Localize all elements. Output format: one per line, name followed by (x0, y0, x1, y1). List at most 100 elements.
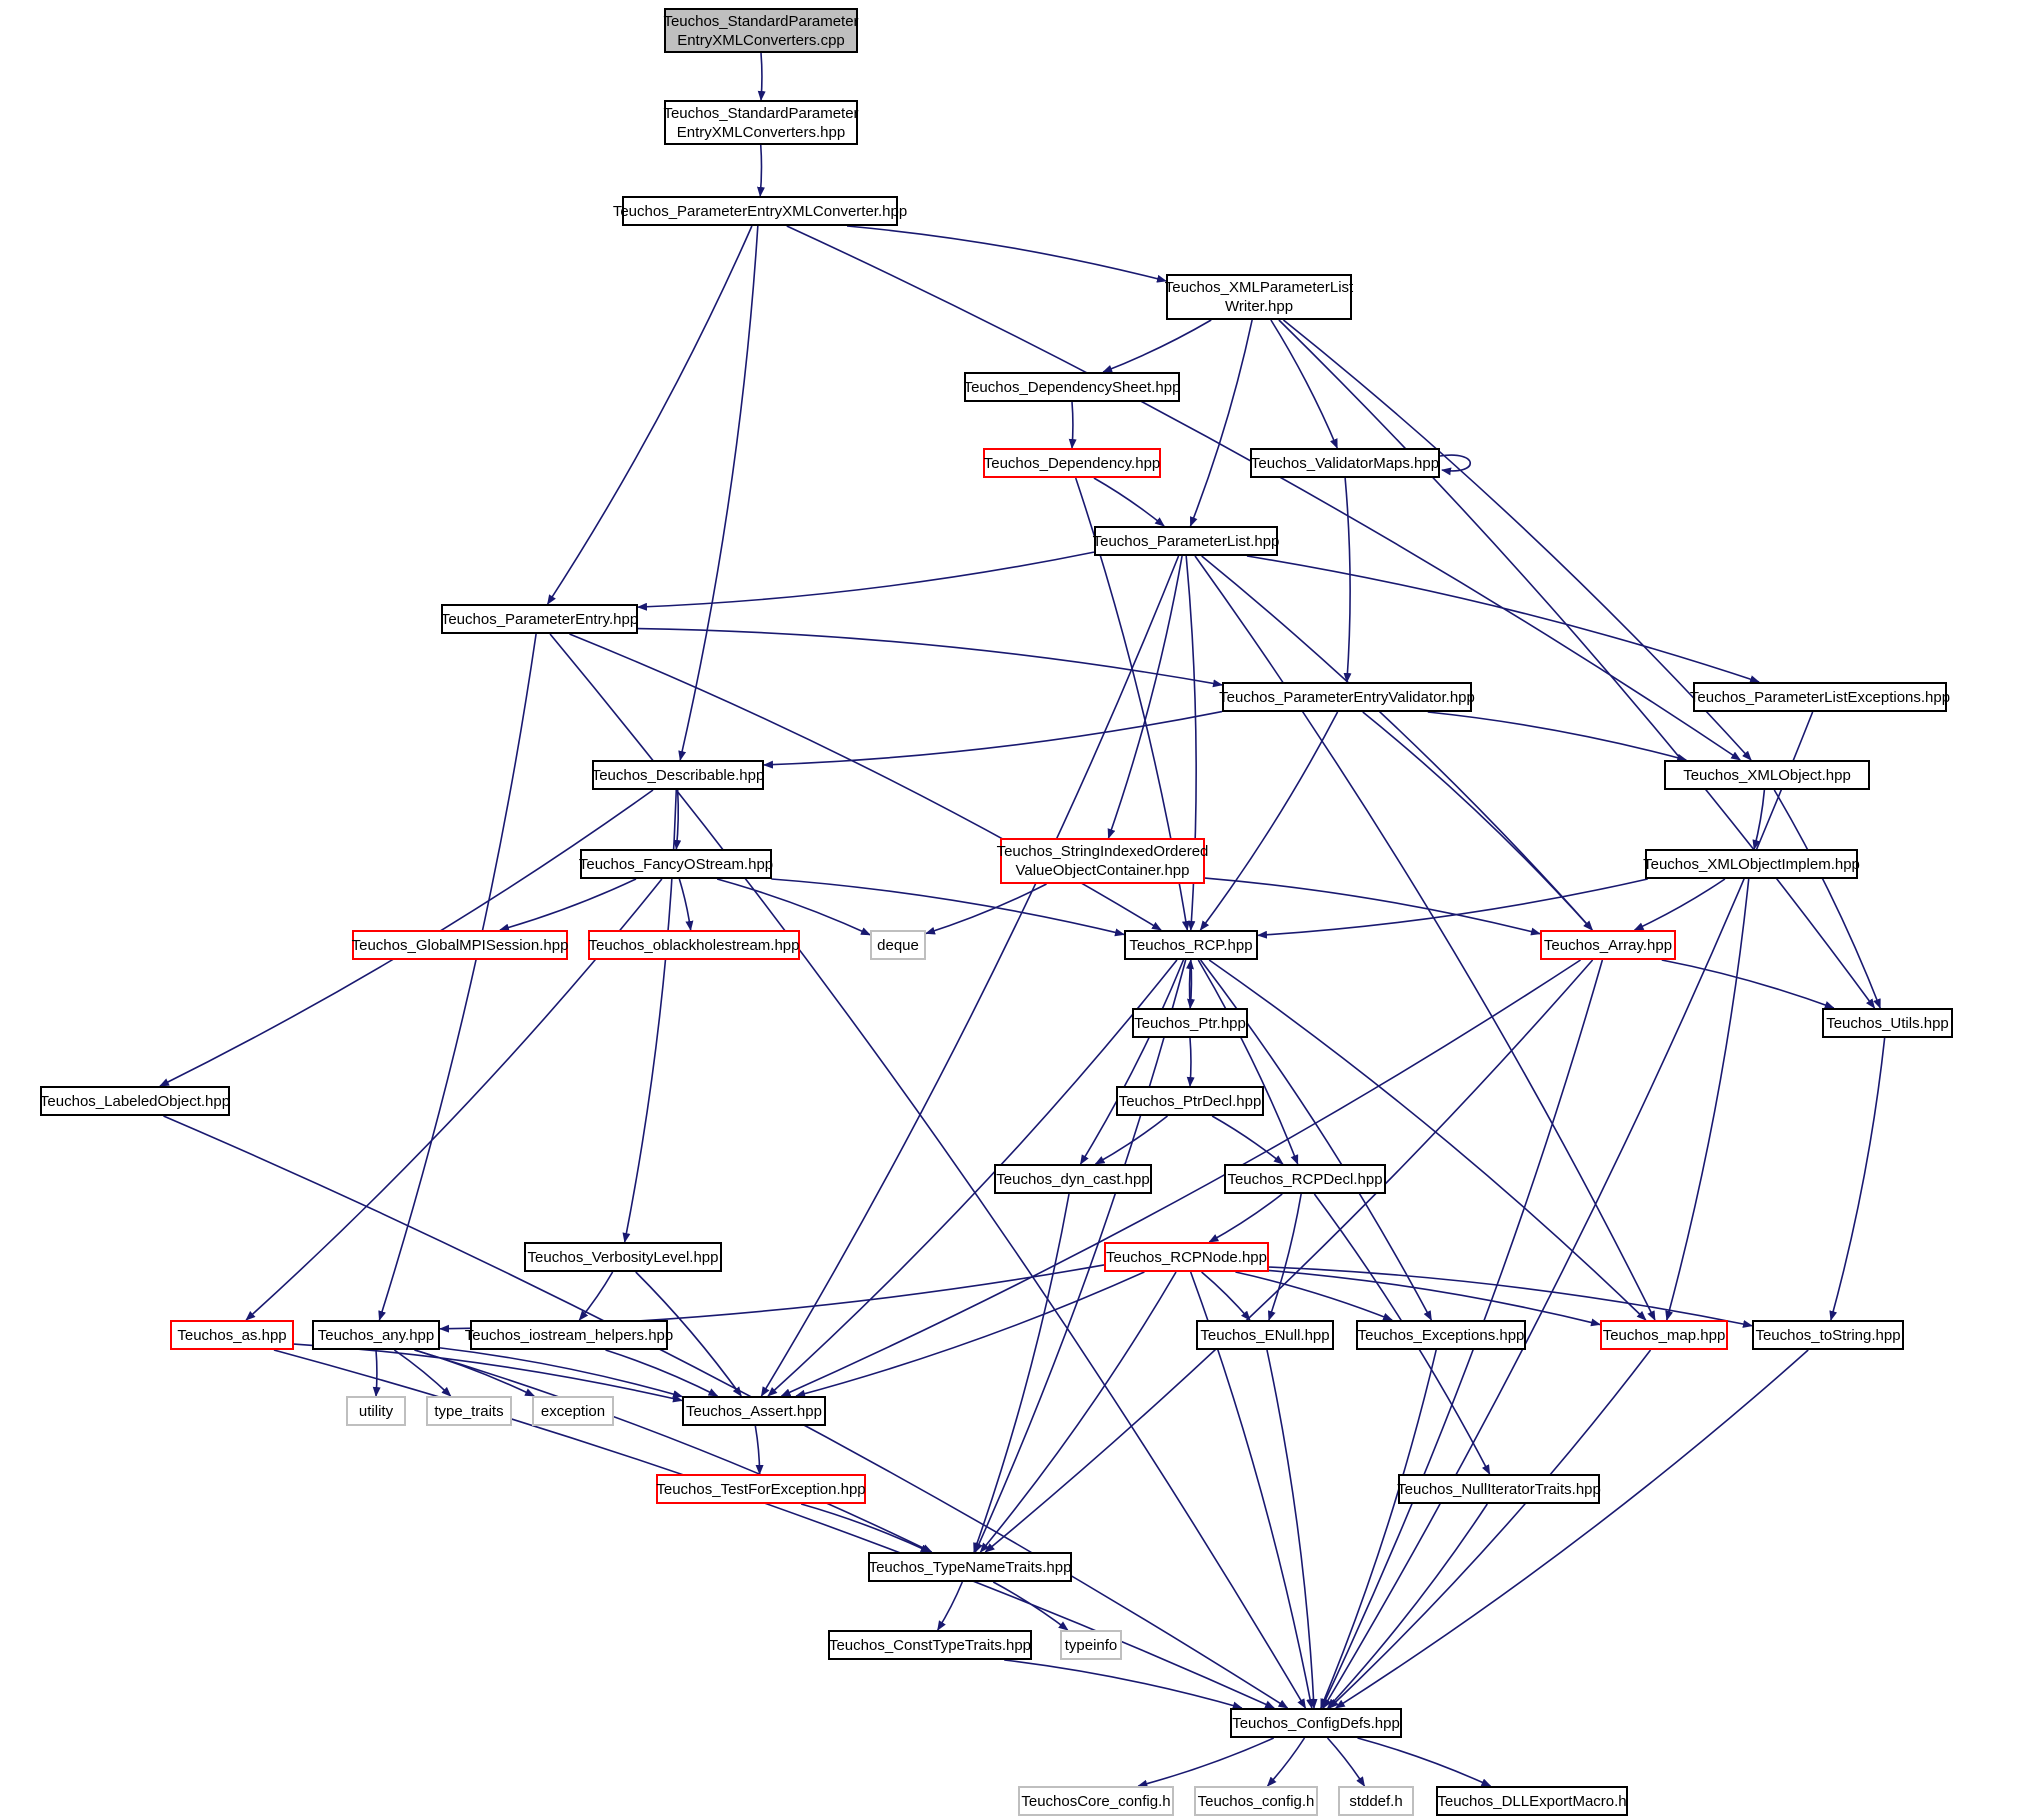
graph-node-stddef: stddef.h (1338, 1786, 1414, 1816)
graph-node-tconf: Teuchos_config.h (1194, 1786, 1318, 1816)
graph-node-verb[interactable]: Teuchos_VerbosityLevel.hpp (524, 1242, 722, 1272)
edge-pev-to-xmlobj (1427, 711, 1688, 762)
edge-rcp-to-tnt (974, 959, 1187, 1553)
graph-node-dep[interactable]: Teuchos_Dependency.hpp (983, 448, 1161, 478)
node-label: Teuchos_Dependency.hpp (983, 454, 1161, 472)
graph-node-pentry[interactable]: Teuchos_ParameterEntry.hpp (441, 604, 638, 634)
node-label: Teuchos_TestForException.hpp (656, 1480, 866, 1498)
graph-node-ptrdecl[interactable]: Teuchos_PtrDecl.hpp (1116, 1086, 1264, 1116)
node-label: Teuchos_Exceptions.hpp (1357, 1326, 1525, 1344)
graph-node-xplw[interactable]: Teuchos_XMLParameterList Writer.hpp (1165, 274, 1353, 320)
node-label: deque (877, 936, 919, 954)
edge-descr-to-fancy (673, 789, 682, 850)
graph-node-sp_cpp: Teuchos_StandardParameter EntryXMLConver… (663, 8, 859, 53)
edge-array-to-tnt (984, 959, 1594, 1553)
graph-node-rcpdecl[interactable]: Teuchos_RCPDecl.hpp (1224, 1164, 1386, 1194)
node-label: Teuchos_VerbosityLevel.hpp (527, 1248, 719, 1266)
edge-depsheet-to-dep (1068, 401, 1077, 449)
edge-xmlimpl-to-rcp (1257, 878, 1648, 939)
graph-node-array[interactable]: Teuchos_Array.hpp (1540, 930, 1676, 960)
edge-xplw-to-plist (1189, 319, 1253, 527)
graph-node-pexc[interactable]: Teuchos_ParameterEntryXMLConverter.hpp (613, 196, 907, 226)
graph-node-config[interactable]: Teuchos_ConfigDefs.hpp (1230, 1708, 1402, 1738)
graph-node-tostr[interactable]: Teuchos_toString.hpp (1752, 1320, 1904, 1350)
node-label: Teuchos_DLLExportMacro.h (1437, 1792, 1627, 1810)
edge-config-to-stddef (1326, 1737, 1366, 1787)
graph-node-descr[interactable]: Teuchos_Describable.hpp (592, 760, 764, 790)
graph-node-typeinfo: typeinfo (1060, 1630, 1122, 1660)
edge-fancy-to-deque (716, 878, 871, 936)
edge-array-to-assert (780, 959, 1581, 1397)
edge-nullit-to-config (1327, 1503, 1488, 1709)
graph-node-deque: deque (870, 930, 926, 960)
node-label: Teuchos_ParameterEntryXMLConverter.hpp (612, 202, 908, 220)
graph-node-rcpnode[interactable]: Teuchos_RCPNode.hpp (1104, 1242, 1269, 1272)
edge-testexc-to-tnt (800, 1503, 931, 1553)
node-label: stddef.h (1349, 1792, 1403, 1810)
graph-node-enull[interactable]: Teuchos_ENull.hpp (1196, 1320, 1334, 1350)
graph-node-utils[interactable]: Teuchos_Utils.hpp (1822, 1008, 1953, 1038)
edge-rcp-to-assert (767, 959, 1178, 1397)
graph-node-rcp[interactable]: Teuchos_RCP.hpp (1124, 930, 1258, 960)
graph-node-nullit[interactable]: Teuchos_NullIteratorTraits.hpp (1397, 1474, 1601, 1504)
edge-sp_hpp-to-pexc (757, 144, 765, 197)
graph-node-map[interactable]: Teuchos_map.hpp (1600, 1320, 1728, 1350)
graph-node-sioc[interactable]: Teuchos_StringIndexedOrdered ValueObject… (997, 838, 1208, 884)
graph-node-iohelp[interactable]: Teuchos_iostream_helpers.hpp (465, 1320, 673, 1350)
edge-pev-to-rcp (1199, 711, 1339, 931)
edge-config-to-tconf (1266, 1737, 1306, 1787)
graph-node-plexc[interactable]: Teuchos_ParameterListExceptions.hpp (1690, 682, 1950, 712)
node-label: Teuchos_Utils.hpp (1826, 1014, 1949, 1032)
edge-sioc-to-deque (925, 883, 1047, 935)
graph-node-except[interactable]: Teuchos_Exceptions.hpp (1356, 1320, 1526, 1350)
node-label: Teuchos_ConfigDefs.hpp (1232, 1714, 1400, 1732)
graph-node-pev[interactable]: Teuchos_ParameterEntryValidator.hpp (1219, 682, 1475, 712)
edge-xmlobj-to-xmlimpl (1752, 789, 1766, 850)
edge-plist-to-assert (760, 555, 1180, 1397)
node-label: Teuchos_RCP.hpp (1129, 936, 1253, 954)
graph-node-dllexp[interactable]: Teuchos_DLLExportMacro.h (1436, 1786, 1628, 1816)
edge-pexc-to-xplw (846, 225, 1167, 283)
edge-rcpnode-to-tnt (979, 1271, 1177, 1553)
graph-node-ptr[interactable]: Teuchos_Ptr.hpp (1132, 1008, 1248, 1038)
edge-any-to-typetraits (393, 1349, 452, 1397)
graph-node-tnt[interactable]: Teuchos_TypeNameTraits.hpp (868, 1552, 1072, 1582)
edge-pexc-to-pentry (546, 225, 753, 605)
node-label: Teuchos_DependencySheet.hpp (963, 378, 1181, 396)
graph-node-depsheet[interactable]: Teuchos_DependencySheet.hpp (964, 372, 1180, 402)
edge-dyncast-to-tnt (973, 1193, 1070, 1553)
node-label: Teuchos_XMLObjectImplem.hpp (1643, 855, 1860, 873)
node-label: Teuchos_ParameterList.hpp (1092, 532, 1280, 550)
node-label: typeinfo (1064, 1636, 1118, 1654)
edge-rcpnode-to-tostr (1268, 1266, 1753, 1328)
graph-node-labeled[interactable]: Teuchos_LabeledObject.hpp (40, 1086, 230, 1116)
edge-xplw-to-depsheet (1102, 319, 1212, 373)
graph-node-gmpi[interactable]: Teuchos_GlobalMPISession.hpp (352, 930, 568, 960)
graph-node-ctt[interactable]: Teuchos_ConstTypeTraits.hpp (828, 1630, 1032, 1660)
edge-any-to-tnt (414, 1349, 933, 1553)
graph-node-oblack[interactable]: Teuchos_oblackholestream.hpp (588, 930, 800, 960)
edge-pentry-to-config (549, 633, 1307, 1709)
graph-node-as[interactable]: Teuchos_as.hpp (170, 1320, 294, 1350)
graph-node-any[interactable]: Teuchos_any.hpp (312, 1320, 440, 1350)
graph-node-valmaps[interactable]: Teuchos_ValidatorMaps.hpp (1250, 448, 1440, 478)
graph-node-xmlobj[interactable]: Teuchos_XMLObject.hpp (1664, 760, 1870, 790)
graph-node-testexc[interactable]: Teuchos_TestForException.hpp (656, 1474, 866, 1504)
node-label: Teuchos_TypeNameTraits.hpp (868, 1558, 1072, 1576)
graph-node-xmlimpl[interactable]: Teuchos_XMLObjectImplem.hpp (1643, 849, 1860, 879)
edge-rcp-to-except (1199, 959, 1433, 1321)
edge-pexc-to-descr (678, 225, 759, 761)
edge-xplw-to-xmlobj (1282, 319, 1752, 761)
graph-node-dyncast[interactable]: Teuchos_dyn_cast.hpp (994, 1164, 1152, 1194)
edge-xplw-to-valmaps (1270, 319, 1338, 449)
edge-except-to-config (1320, 1349, 1437, 1709)
graph-node-fancy[interactable]: Teuchos_FancyOStream.hpp (579, 849, 773, 879)
edge-ptrdecl-to-rcpdecl (1211, 1115, 1284, 1165)
graph-node-assert[interactable]: Teuchos_Assert.hpp (682, 1396, 826, 1426)
node-label: Teuchos_RCPDecl.hpp (1227, 1170, 1383, 1188)
graph-node-sp_hpp[interactable]: Teuchos_StandardParameter EntryXMLConver… (663, 100, 859, 145)
node-label: type_traits (434, 1402, 504, 1420)
graph-node-plist[interactable]: Teuchos_ParameterList.hpp (1092, 526, 1280, 556)
